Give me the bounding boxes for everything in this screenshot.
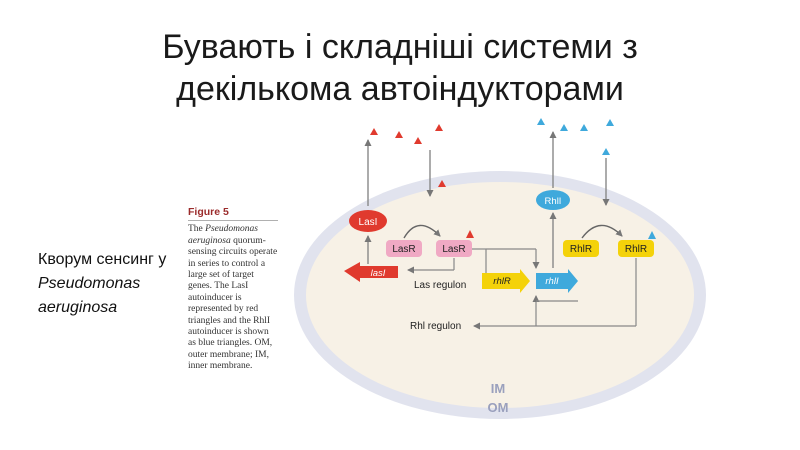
red-triangle — [438, 180, 446, 187]
las-autoinducers-outside — [370, 124, 446, 187]
slide-title-line2: декількома автоіндукторами — [176, 70, 624, 108]
rhlI-protein-label: RhlI — [545, 196, 562, 207]
lasR-bound-label: LasR — [442, 244, 465, 255]
blue-triangle-bound — [648, 231, 656, 239]
blue-triangle — [580, 124, 588, 131]
caption-text: Кворум сенсинг у — [38, 251, 167, 268]
slide-caption: Кворум сенсинг у Pseudomonas aeruginosa — [38, 248, 208, 320]
blue-triangle — [537, 118, 545, 125]
rhlI-gene-label: rhlI — [545, 276, 559, 287]
rhl-autoinducers-outside — [537, 118, 614, 155]
blue-triangle — [560, 124, 568, 131]
blue-triangle — [602, 148, 610, 155]
rhlR-binding-arrow — [581, 224, 623, 239]
rhlI-protein — [536, 190, 570, 210]
red-triangle — [395, 131, 403, 138]
slide-title-line1: Бувають і складніші системи з — [162, 28, 638, 66]
red-triangle — [370, 128, 378, 135]
lasI-protein — [349, 210, 387, 232]
rhlR-gene — [482, 269, 530, 293]
lasR-free-label: LasR — [392, 244, 415, 255]
lasI-protein-label: LasI — [359, 217, 378, 228]
lasR-binding-arrow — [403, 224, 441, 239]
las-regulon-label: Las regulon — [414, 280, 466, 291]
rhlR-bound-label: RhlR — [625, 244, 647, 255]
lasI-gene-label: lasI — [371, 268, 386, 279]
caption-species: Pseudomonas aeruginosa — [38, 275, 141, 316]
figure-body-species: Pseudomonas aeruginosa — [188, 224, 258, 246]
rhlR-bound — [618, 240, 654, 257]
red-triangle-bound — [466, 230, 474, 238]
blue-triangle — [606, 119, 614, 126]
outer-membrane-label: OM — [488, 400, 509, 415]
figure-legend: Figure 5 The Pseudomonas aeruginosa quor… — [188, 206, 278, 373]
lasR-free — [386, 240, 422, 257]
rhlR-free — [563, 240, 599, 257]
red-triangle — [435, 124, 443, 131]
quorum-sensing-diagram: LasI LasR LasR lasI Las regulon rhlR rhl… — [294, 118, 706, 419]
figure-body-pre: The — [188, 224, 206, 235]
inner-membrane-label: IM — [491, 381, 505, 396]
slide-title: Бувають і складніші системи з декількома… — [0, 26, 800, 110]
rhlR-free-label: RhlR — [570, 244, 592, 255]
figure-title: Figure 5 — [188, 206, 278, 222]
rhl-regulon-label: Rhl regulon — [410, 321, 461, 332]
lasI-gene — [344, 262, 398, 282]
figure-body-post: quorum-sensing circuits operate in serie… — [188, 235, 278, 372]
rhlR-gene-label: rhlR — [493, 276, 511, 287]
inner-membrane — [306, 182, 694, 408]
rhlI-gene — [536, 269, 578, 293]
lasR-bound — [436, 240, 472, 257]
red-triangle — [414, 137, 422, 144]
figure-body: The Pseudomonas aeruginosa quorum-sensin… — [188, 224, 278, 372]
